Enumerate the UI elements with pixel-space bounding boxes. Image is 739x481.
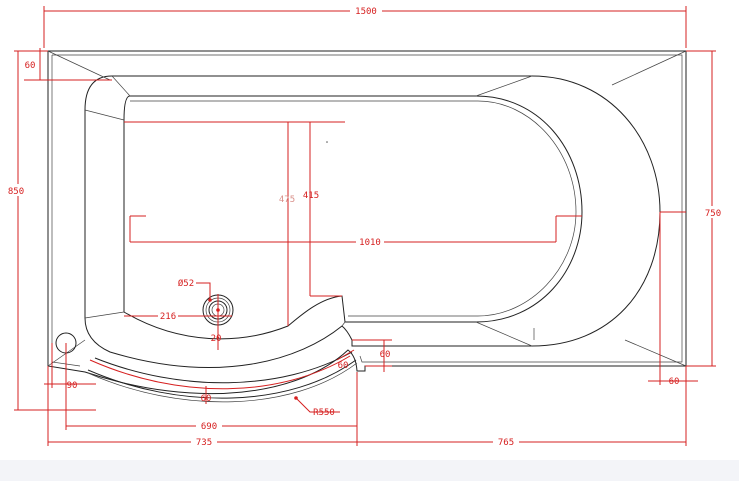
dimension-labels: 1500 850 60 750 60 1010 475 415 Ø52 216 …	[4, 5, 724, 448]
label-waste-small: 20	[211, 334, 222, 344]
dim-length-735	[47, 366, 357, 446]
label-left-height: 850	[8, 187, 24, 197]
bath-technical-drawing: 1500 850 60 750 60 1010 475 415 Ø52 216 …	[4, 5, 724, 448]
dim-shield-radius	[89, 355, 351, 413]
label-depth-415: 415	[303, 191, 319, 201]
basin-floor-outline	[123, 95, 583, 340]
label-rim-front: 60	[201, 394, 212, 404]
dim-left-height	[14, 50, 96, 411]
front-apron-curve-1	[94, 351, 353, 384]
dim-waste-offset	[44, 343, 96, 388]
label-rim-right: 60	[669, 377, 680, 387]
dim-rim-right	[648, 211, 698, 385]
label-inner-length: 1010	[359, 238, 381, 248]
basin-outer-outline	[84, 75, 661, 368]
dim-rim-step	[352, 339, 392, 372]
footer-strip	[0, 460, 739, 481]
label-waste-offset: 90	[67, 381, 78, 391]
drawing-canvas: 1500 850 60 750 60 1010 475 415 Ø52 216 …	[4, 5, 724, 448]
label-overall-width: 1500	[355, 7, 377, 17]
dim-rim-curve	[336, 349, 355, 361]
dim-inner-length	[129, 215, 582, 243]
dim-waste-diameter	[196, 282, 212, 302]
front-apron-curve-2	[87, 359, 357, 399]
dimension-lines	[14, 6, 716, 446]
label-waste-from-left: 216	[160, 312, 176, 322]
label-length-690: 690	[201, 422, 217, 432]
dim-depth-415	[300, 121, 345, 297]
dim-rim-top	[24, 48, 112, 81]
label-rim-step: 60	[380, 350, 391, 360]
dim-length-765	[357, 385, 687, 446]
label-shield-radius: R550	[313, 408, 335, 418]
dim-waste-from-left	[124, 294, 232, 350]
bath-outline	[47, 50, 687, 403]
dim-depth-475	[124, 121, 300, 326]
label-length-765: 765	[498, 438, 514, 448]
label-length-735: 735	[196, 438, 212, 448]
rim-inner-line	[51, 54, 683, 367]
label-rim-curve: 60	[338, 361, 349, 371]
front-apron-curve-3	[87, 362, 358, 403]
label-depth-475: 475	[279, 195, 295, 205]
basin-floor-inner-line	[130, 100, 577, 317]
center-dot	[326, 141, 328, 143]
label-waste-diameter: Ø52	[178, 278, 194, 289]
label-rim-top: 60	[25, 61, 36, 71]
outer-rim-outline	[47, 50, 687, 395]
slope-lines	[47, 50, 687, 367]
label-right-height: 750	[705, 209, 721, 219]
